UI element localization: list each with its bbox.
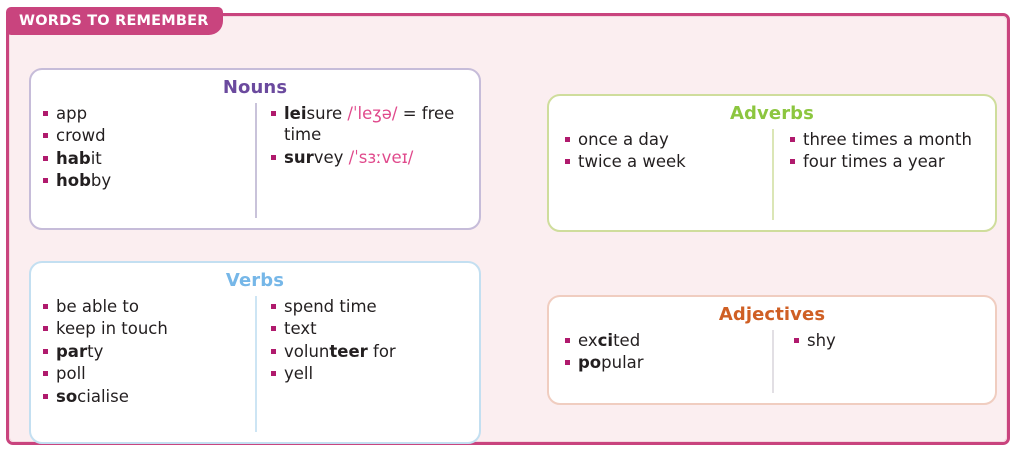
word-list-item: socialise — [43, 386, 247, 407]
word-list-item: shy — [794, 330, 983, 351]
word-text: party — [56, 341, 104, 361]
word-text: yell — [284, 364, 314, 384]
card-column-right-adverbs: three times a month four times a year — [772, 128, 983, 220]
word-text: hobby — [56, 171, 112, 191]
bullet-square-icon — [565, 159, 570, 165]
word-list-item: volunteer for — [271, 341, 467, 362]
word-list-item: four times a year — [790, 151, 983, 172]
word-text: three times a month — [803, 129, 972, 149]
bullet-square-icon — [43, 326, 48, 332]
word-list-item: survey /ˈsɜːveɪ/ — [271, 147, 467, 168]
word-text: shy — [807, 330, 836, 350]
word-list-item: twice a week — [565, 151, 764, 172]
word-list-adverbs-right: three times a month four times a year — [790, 129, 983, 173]
bullet-square-icon — [271, 326, 276, 332]
word-list-adjectives-left: excited popular — [565, 330, 764, 374]
word-list-item: crowd — [43, 125, 247, 146]
bullet-square-icon — [794, 337, 799, 343]
word-text: volunteer for — [284, 341, 396, 361]
vocabulary-card-adjectives: Adjectives excited popular shy — [547, 295, 997, 405]
card-title-adjectives: Adjectives — [718, 304, 826, 325]
word-list-item: hobby — [43, 170, 247, 191]
word-text: crowd — [56, 126, 106, 146]
bullet-square-icon — [43, 155, 48, 161]
bullet-square-icon — [565, 360, 570, 366]
word-list-item: app — [43, 103, 247, 124]
word-text: excited — [578, 330, 641, 350]
panel-title-tab: WORDS TO REMEMBER — [6, 7, 223, 35]
bullet-square-icon — [271, 154, 276, 160]
word-list-adjectives-right: shy — [794, 330, 983, 351]
word-list-item: be able to — [43, 296, 247, 317]
word-text: four times a year — [803, 152, 945, 172]
word-list-item: excited — [565, 330, 764, 351]
bullet-square-icon — [271, 371, 276, 377]
word-text: popular — [578, 353, 644, 373]
word-text: once a day — [578, 129, 669, 149]
word-list-item: keep in touch — [43, 318, 247, 339]
word-list-item: habit — [43, 148, 247, 169]
word-list-adverbs-left: once a day twice a week — [565, 129, 764, 173]
word-list-item: text — [271, 318, 467, 339]
word-list-item: leisure /ˈleʒə/ = free time — [271, 103, 467, 146]
word-text: socialise — [56, 386, 129, 406]
card-column-right-adjectives: shy — [772, 329, 983, 393]
bullet-square-icon — [43, 110, 48, 116]
card-title-verbs: Verbs — [225, 270, 285, 291]
bullet-square-icon — [43, 348, 48, 354]
word-text: poll — [56, 364, 86, 384]
card-columns-adjectives: excited popular shy — [561, 329, 983, 393]
word-text: leisure /ˈleʒə/ = free time — [284, 103, 455, 145]
word-text: text — [284, 319, 317, 339]
bullet-square-icon — [565, 136, 570, 142]
bullet-square-icon — [43, 303, 48, 309]
word-text: app — [56, 103, 88, 123]
bullet-square-icon — [43, 133, 48, 139]
word-text: twice a week — [578, 152, 686, 172]
word-text: habit — [56, 148, 102, 168]
word-text: be able to — [56, 296, 139, 316]
bullet-square-icon — [790, 136, 795, 142]
bullet-square-icon — [271, 303, 276, 309]
word-list-item: yell — [271, 363, 467, 384]
card-column-left-adverbs: once a day twice a week — [561, 129, 772, 220]
bullet-square-icon — [43, 371, 48, 377]
panel-title-text: WORDS TO REMEMBER — [19, 13, 209, 29]
bullet-square-icon — [43, 178, 48, 184]
card-columns-adverbs: once a day twice a week three times a mon… — [561, 128, 983, 220]
bullet-square-icon — [43, 393, 48, 399]
word-text: keep in touch — [56, 319, 168, 339]
bullet-square-icon — [271, 110, 276, 116]
bullet-square-icon — [271, 348, 276, 354]
card-title-adverbs: Adverbs — [730, 103, 814, 124]
word-text: survey /ˈsɜːveɪ/ — [284, 147, 414, 167]
bullet-square-icon — [790, 159, 795, 165]
vocabulary-card-adverbs: Adverbs once a day twice a week three tim… — [547, 94, 997, 232]
word-list-item: three times a month — [790, 129, 983, 150]
word-list-item: once a day — [565, 129, 764, 150]
word-list-item: spend time — [271, 296, 467, 317]
word-text: spend time — [284, 296, 377, 316]
card-column-left-adjectives: excited popular — [561, 330, 772, 393]
bullet-square-icon — [565, 337, 570, 343]
word-list-item: poll — [43, 363, 247, 384]
word-list-item: popular — [565, 352, 764, 373]
word-list-item: party — [43, 341, 247, 362]
card-title-nouns: Nouns — [222, 77, 288, 98]
